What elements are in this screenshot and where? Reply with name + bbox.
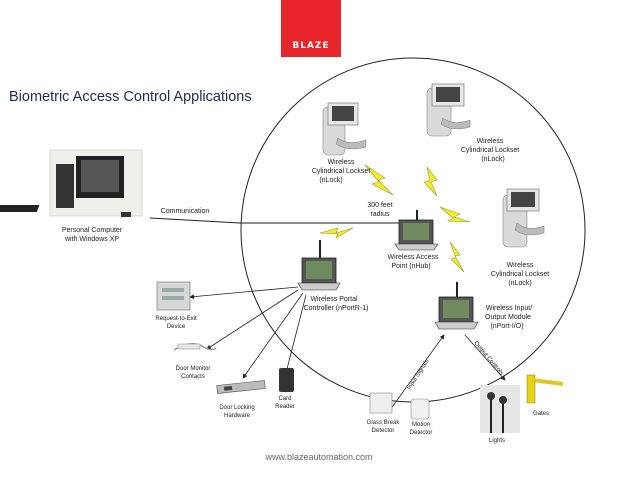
blaze-logo: BLAZE [281,0,341,57]
card-reader-link [286,294,307,370]
lights-icon [480,385,520,433]
lockset-icon [426,83,471,137]
door-monitor-link [206,289,299,350]
door-monitor-contacts-icon [173,343,217,351]
gates-icon [526,374,564,404]
output-controls-line [464,334,506,381]
personal-computer-icon [0,149,143,217]
input-signals-line [389,334,445,411]
glass-break-detector-icon [369,392,393,414]
motion-detector-icon [410,398,430,420]
access-point-icon [394,210,439,251]
lights-label: Lights [489,438,505,444]
wireless-bolt-icon [439,206,471,223]
logo-text: BLAZE [292,41,330,51]
io-module-icon [434,282,479,330]
wireless-bolt-icon [319,227,354,239]
wireless-bolt-icon [423,166,438,197]
door-locking-hardware-icon [216,380,266,394]
rex-link [189,286,299,300]
wireless-bolt-icon [364,164,394,196]
wireless-bolt-icon [449,241,465,273]
lockset-icon [322,102,367,156]
output-controls-label: Output Controls [472,340,504,376]
input-signals-label: Input Signals [407,359,431,391]
door-locking-link [242,292,304,379]
communication-line [149,217,400,224]
card-reader-icon [279,368,294,392]
portal-controller-icon [297,240,341,291]
footer-url: www.blazeautomation.com [265,452,373,462]
io-module-label: Wireless Input/Output Module(nPort-I/O) [485,305,532,330]
page-title: Biometric Access Control Applications [9,89,252,105]
request-to-exit-icon [156,281,191,311]
communication-label: Communication [161,208,210,215]
gates-label: Gates [533,411,549,417]
lockset-icon [502,188,545,248]
